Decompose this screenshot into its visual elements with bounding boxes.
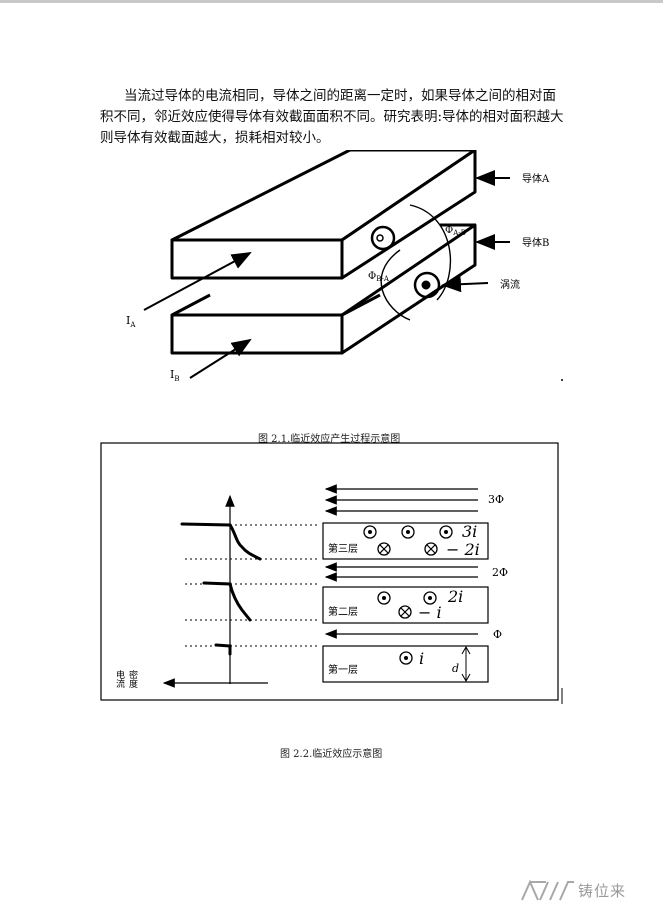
label-phi-ba: ΦB-A: [368, 271, 390, 283]
flux-line-ba: [380, 249, 411, 321]
proximity-effect-process-diagram: 导体A 导体B 涡流 ΦA-B ΦB-A IA IB: [126, 150, 563, 383]
flux-label-2phi: 2Φ: [492, 566, 508, 579]
figure-2-1-caption: 图 2.1.临近效应产生过程示意图: [258, 434, 401, 445]
conductor-b-side: [340, 223, 477, 355]
label-ib: IB: [170, 368, 180, 383]
layer1-current: i: [419, 649, 424, 668]
figure-2-2-caption: 图 2.2.临近效应示意图: [280, 749, 383, 760]
current-arrow-ia: [143, 252, 252, 311]
axis-label-current: 电流: [114, 669, 125, 689]
label-ia: IA: [126, 314, 136, 329]
density-curve-layer3: [180, 522, 262, 561]
label-phi-ab: ΦA-B: [445, 225, 466, 237]
density-curve-layer1: [214, 643, 232, 656]
density-curve-layer2: [202, 581, 252, 622]
eddy-circle-b: [413, 271, 441, 299]
paragraph-line-3: 则导体有效截面越大，损耗相对较小。: [100, 130, 330, 146]
flux-label-phi: Φ: [493, 628, 502, 641]
current-arrow-ib: [189, 338, 252, 379]
flux-label-3phi: 3Φ: [488, 493, 504, 506]
proximity-effect-layers-diagram: 电流 密度 3Φ 2Φ Φ 第三层 第二层 第一层: [100, 442, 563, 704]
layer2-label: 第二层: [328, 605, 358, 618]
layer3-current-pos: 3i: [462, 522, 477, 541]
eddy-circle-a: [370, 225, 396, 251]
watermark-logo-icon: [521, 879, 574, 901]
layer3-current-neg: − 2i: [446, 540, 480, 559]
conductor-b-front: [170, 313, 344, 355]
conductor-b-top-edge: [341, 293, 381, 317]
paragraph-line-1: 当流过导体的电流相同，导体之间的距离一定时，如果导体之间的相对面: [124, 88, 556, 104]
label-conductor-b: 导体B: [522, 237, 549, 249]
body-paragraph: 当流过导体的电流相同，导体之间的距离一定时，如果导体之间的相对面 积不同，邻近效…: [100, 86, 580, 149]
watermark-text: 铸位来: [578, 882, 627, 900]
label-conductor-a: 导体A: [522, 173, 550, 185]
label-eddy: 涡流: [500, 278, 520, 291]
conductor-b-top-left-edge: [171, 293, 211, 317]
layer1-label: 第一层: [328, 663, 358, 676]
thickness-label: d: [452, 662, 459, 675]
layer2-current-neg: − i: [418, 603, 442, 622]
axis-label-density: 密度: [127, 669, 138, 689]
pointer-eddy: [441, 276, 489, 293]
top-border: [0, 0, 663, 3]
layer3-label: 第三层: [328, 542, 358, 555]
paragraph-line-2: 积不同，邻近效应使得导体有效截面面积不同。研究表明:导体的相对面积越大: [100, 109, 564, 125]
layer2-current-pos: 2i: [447, 587, 463, 606]
conductor-a-front: [170, 238, 344, 280]
